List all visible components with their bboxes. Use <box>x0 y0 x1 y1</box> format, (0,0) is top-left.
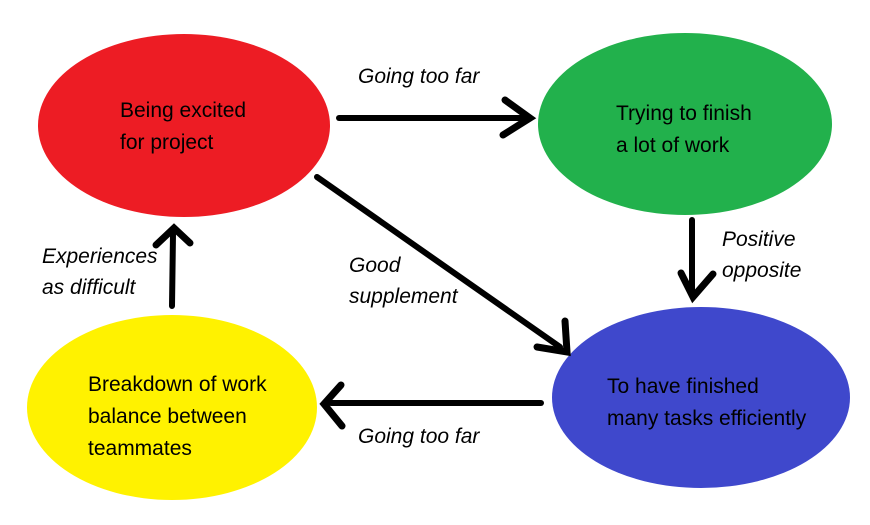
edge-label-good-supplement: Good supplement <box>349 250 458 312</box>
arrow-yellow-to-red <box>152 223 194 309</box>
edge-label-experiences-as-difficult: Experiences as difficult <box>42 241 158 303</box>
edge-label-positive-opposite: Positive opposite <box>722 224 801 286</box>
text-line: Trying to finish <box>616 102 752 125</box>
text-line: as difficult <box>42 276 136 299</box>
node-label: Breakdown of work balance between teamma… <box>88 369 267 465</box>
node-being-excited-for-project: Being excited for project <box>38 34 330 217</box>
text-line: supplement <box>349 285 458 308</box>
node-trying-to-finish-work: Trying to finish a lot of work <box>538 33 832 215</box>
node-label: Being excited for project <box>120 95 246 159</box>
arrow-green-to-blue <box>677 217 717 304</box>
text-line: opposite <box>722 259 802 282</box>
text-line: Good <box>349 254 401 277</box>
text-line: teammates <box>88 437 192 460</box>
text-line: many tasks efficiently <box>607 407 807 430</box>
text-line: Positive <box>722 228 796 251</box>
node-label: Trying to finish a lot of work <box>616 98 752 162</box>
node-work-balance-breakdown: Breakdown of work balance between teamma… <box>27 315 317 500</box>
arrow-red-to-green <box>336 96 537 139</box>
arrow-red-to-blue <box>314 174 571 357</box>
node-finished-many-tasks: To have finished many tasks efficiently <box>552 307 850 488</box>
text-line: Breakdown of work <box>88 373 267 396</box>
text-line: Being excited <box>120 99 247 122</box>
text-line: To have finished <box>607 375 759 398</box>
node-label: To have finished many tasks efficiently <box>607 371 806 435</box>
text-line: a lot of work <box>616 134 730 157</box>
text-line: for project <box>120 131 214 154</box>
text-line: balance between <box>88 405 247 428</box>
arrow-blue-to-yellow <box>319 381 544 430</box>
text-line: Experiences <box>42 245 158 268</box>
edge-label-going-too-far-top: Going too far <box>358 65 480 88</box>
edge-label-going-too-far-bottom: Going too far <box>358 425 480 448</box>
